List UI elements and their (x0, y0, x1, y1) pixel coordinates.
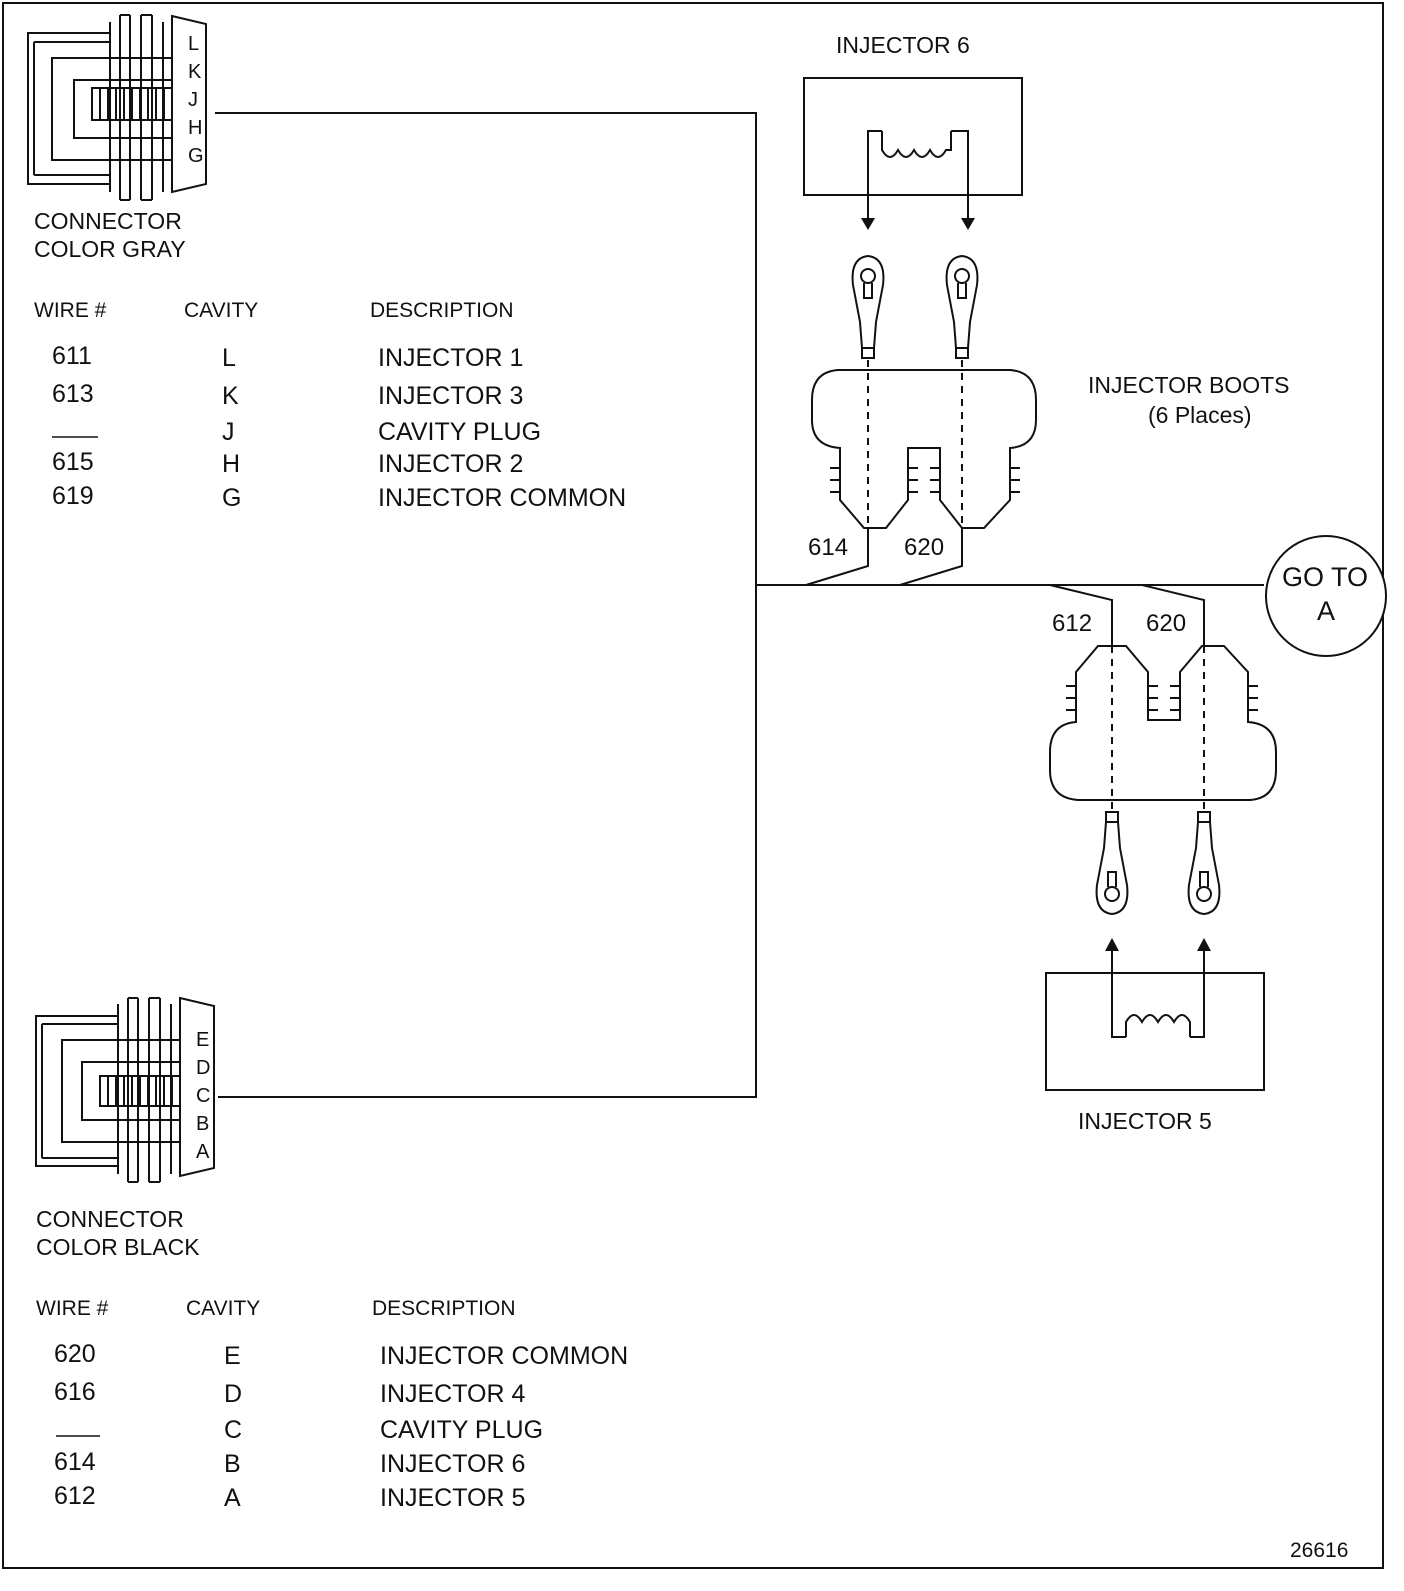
black-connector-graphic (35, 996, 215, 1183)
table-cell-cavity: J (222, 418, 235, 446)
table-cell-description: INJECTOR COMMON (378, 484, 627, 512)
table-cell-description: INJECTOR 3 (378, 382, 524, 410)
table-cell-description: INJECTOR COMMON (380, 1342, 629, 1370)
table-cell-cavity: K (222, 382, 239, 410)
table-cell-cavity: L (222, 344, 236, 372)
black-pin-c: C (196, 1085, 211, 1107)
goto-a-label-1: GO TO (1282, 562, 1369, 592)
gray-connector-wire (215, 112, 757, 585)
diagram-frame (2, 2, 1384, 1569)
gray-pin-h: H (188, 117, 203, 139)
table-cell-wire: 611 (52, 342, 92, 370)
table-cell-wire: 620 (54, 1340, 96, 1368)
injector-boots-places: (6 Places) (1148, 402, 1252, 428)
injector-boots-label: INJECTOR BOOTS (1088, 372, 1290, 398)
gray-pin-j: J (188, 89, 198, 111)
table-cell-cavity: G (222, 484, 242, 512)
wire-620-top-label: 620 (904, 534, 945, 561)
gray-connector-graphic (27, 14, 207, 201)
table-cell-wire: 614 (54, 1448, 96, 1476)
wire-614-label: 614 (808, 534, 849, 561)
black-pin-a: A (196, 1141, 210, 1163)
wire-620-bottom-line (1141, 584, 1205, 646)
table-header-wire: WIRE # (34, 299, 107, 322)
table-cell-wire: 613 (52, 380, 94, 408)
goto-a-label-2: A (1317, 596, 1336, 626)
table-cell-wire: 615 (52, 448, 94, 476)
table-cell-description: INJECTOR 6 (380, 1450, 526, 1478)
table-header-cavity: CAVITY (186, 1297, 261, 1320)
table-cell-description: INJECTOR 5 (380, 1484, 526, 1512)
injector5-label: INJECTOR 5 (1078, 1108, 1212, 1134)
injector6-label: INJECTOR 6 (836, 32, 970, 58)
table-cell-description: INJECTOR 1 (378, 344, 524, 372)
table-cell-wire: 616 (54, 1378, 96, 1406)
injector6-graphic (803, 77, 1023, 230)
table-cell-description: INJECTOR 4 (380, 1380, 526, 1408)
injector5-terminals (1095, 811, 1221, 916)
gray-pin-g: G (188, 145, 204, 167)
wire-612-label: 612 (1052, 610, 1093, 637)
table-cell-wire: 619 (52, 482, 94, 510)
injector5-boot (1049, 645, 1277, 812)
table-header-wire: WIRE # (36, 1297, 109, 1320)
table-cell-description: CAVITY PLUG (378, 418, 542, 446)
black-connector-label-2: COLOR BLACK (36, 1234, 200, 1260)
gray-connector-label-1: CONNECTOR (34, 208, 182, 234)
black-pin-e: E (196, 1029, 210, 1051)
table-cell-cavity: H (222, 450, 241, 478)
table-cell-cavity: C (224, 1416, 243, 1444)
table-cell-description: INJECTOR 2 (378, 450, 524, 478)
table-cell-cavity: B (224, 1450, 241, 1478)
table-cell-cavity: D (224, 1380, 243, 1408)
table-header-description: DESCRIPTION (372, 1297, 516, 1320)
table-header-cavity: CAVITY (184, 299, 259, 322)
wire-620-bottom-label: 620 (1146, 610, 1187, 637)
black-connector-wire (218, 585, 757, 1098)
figure-number: 26616 (1290, 1539, 1349, 1562)
wire-612-line (1049, 584, 1113, 646)
black-pin-b: B (196, 1113, 210, 1135)
gray-pin-k: K (188, 61, 202, 83)
injector6-terminals (851, 254, 979, 359)
gray-pin-l: L (188, 33, 200, 55)
injector5-graphic (1045, 938, 1265, 1091)
black-pin-d: D (196, 1057, 211, 1079)
gray-connector-label-2: COLOR GRAY (34, 236, 186, 262)
table-header-description: DESCRIPTION (370, 299, 514, 322)
table-cell-cavity: A (224, 1484, 241, 1512)
black-connector-label-1: CONNECTOR (36, 1206, 184, 1232)
table-cell-wire: 612 (54, 1482, 96, 1510)
injector6-boot (811, 360, 1037, 529)
table-cell-cavity: E (224, 1342, 241, 1370)
wire-614-line (805, 528, 869, 586)
wire-620-top-line (899, 528, 963, 586)
table-cell-description: CAVITY PLUG (380, 1416, 544, 1444)
goto-a-circle (1265, 535, 1387, 657)
